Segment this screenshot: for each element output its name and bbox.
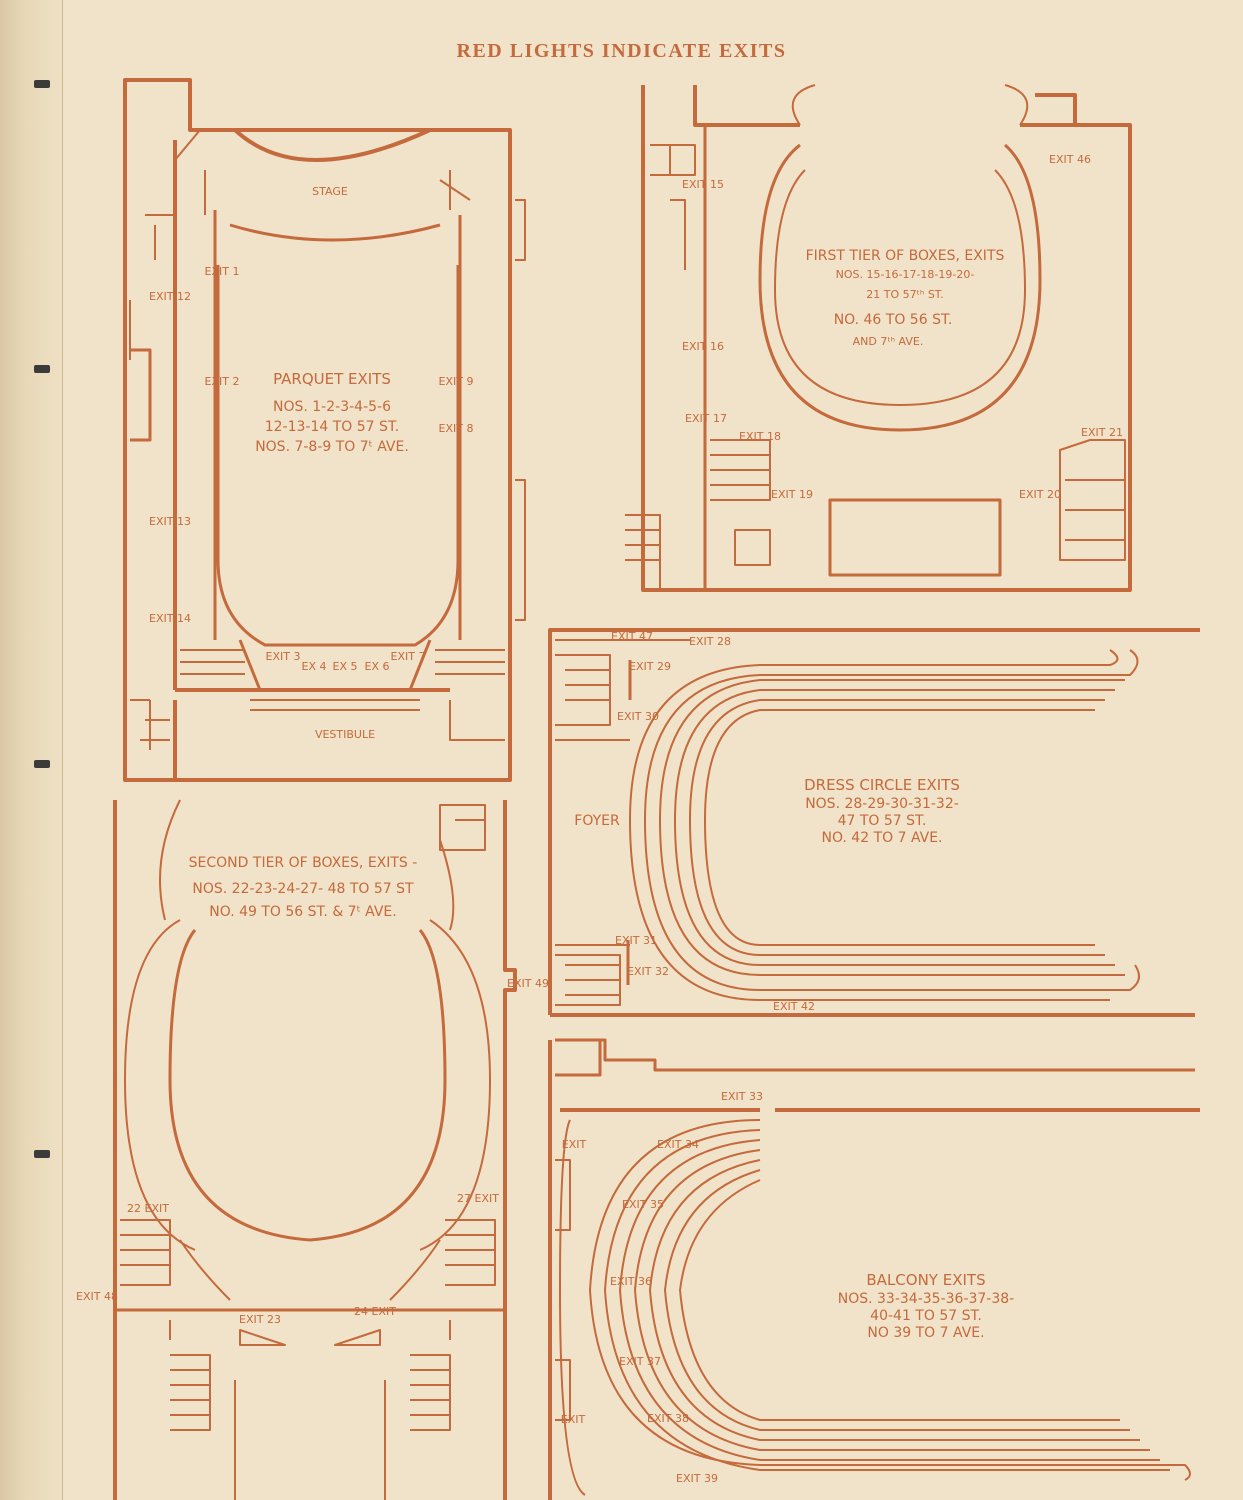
first-tier-line: FIRST TIER OF BOXES, EXITS [806, 248, 1005, 264]
exit-label: EXIT 20 [1019, 488, 1061, 501]
second-tier-line: NO. 49 TO 56 ST. & 7ᵗ AVE. [209, 904, 396, 920]
parquet-line: NOS. 7-8-9 TO 7ᵗ AVE. [255, 439, 409, 455]
dress-circle-line: NO. 42 TO 7 AVE. [821, 830, 942, 846]
exit-label: EXIT [562, 1138, 587, 1151]
exit-label: EXIT 16 [682, 340, 724, 353]
balcony-line: BALCONY EXITS [866, 1271, 985, 1289]
exit-label: EX 4 [302, 660, 327, 673]
exit-label: EXIT 49 [507, 977, 549, 990]
second-tier-plan [113, 799, 517, 1500]
exit-label: EXIT 29 [629, 660, 671, 673]
exit-label: EXIT 34 [657, 1138, 699, 1151]
dress-circle-plan [548, 628, 1200, 1017]
balcony-line: NOS. 33-34-35-36-37-38- [838, 1291, 1014, 1307]
exit-label: EX 6 [365, 660, 390, 673]
exit-label: EXIT 17 [685, 412, 727, 425]
stage-label: STAGE [312, 185, 348, 198]
exit-label: EXIT 38 [647, 1412, 689, 1425]
exit-label: EXIT 32 [627, 965, 669, 978]
exit-label: EXIT 47 [611, 630, 653, 643]
exit-label: EXIT 7 [391, 650, 426, 663]
exit-label: EXIT 14 [149, 612, 191, 625]
exit-label: 24 EXIT [354, 1305, 396, 1318]
balcony-line: 40-41 TO 57 ST. [870, 1308, 982, 1324]
exit-label: EXIT 9 [439, 375, 474, 388]
exit-label: EXIT 42 [773, 1000, 815, 1013]
exit-label: EXIT 28 [689, 635, 731, 648]
exit-label: EXIT 46 [1049, 153, 1091, 166]
staple [34, 760, 50, 768]
exit-label: EXIT 8 [439, 422, 474, 435]
exit-label: EXIT 18 [739, 430, 781, 443]
first-tier-line: AND 7ᵗʰ AVE. [853, 335, 924, 348]
first-tier-line: 21 TO 57ᵗʰ ST. [866, 288, 943, 301]
second-tier-line: SECOND TIER OF BOXES, EXITS - [189, 855, 418, 871]
parquet-line: 12-13-14 TO 57 ST. [265, 419, 400, 435]
balcony-line: NO 39 TO 7 AVE. [867, 1325, 984, 1341]
exit-label: EXIT 21 [1081, 426, 1123, 439]
foyer-label: FOYER [574, 813, 620, 829]
exit-label: EXIT 19 [771, 488, 813, 501]
first-tier-plan [625, 84, 1132, 592]
binding-edge [0, 0, 63, 1500]
exit-label: 22 EXIT [127, 1202, 169, 1215]
exit-label: EXIT [561, 1413, 586, 1426]
exit-label: EXIT 35 [622, 1198, 664, 1211]
first-tier-line: NO. 46 TO 56 ST. [834, 312, 953, 328]
exit-label: EXIT 1 [205, 265, 240, 278]
parquet-line: NOS. 1-2-3-4-5-6 [273, 399, 391, 415]
exit-label: EXIT 37 [619, 1355, 661, 1368]
exit-label: EXIT 39 [676, 1472, 718, 1485]
parquet-heading: PARQUET EXITS [273, 370, 391, 388]
exit-label: EXIT 31 [615, 934, 657, 947]
page-title: RED LIGHTS INDICATE EXITS [456, 40, 787, 62]
parquet-plan [123, 78, 526, 782]
exit-label: EXIT 15 [682, 178, 724, 191]
exit-label: EXIT 36 [610, 1275, 652, 1288]
exit-label: EXIT 33 [721, 1090, 763, 1103]
exit-label: EXIT 13 [149, 515, 191, 528]
dress-circle-line: NOS. 28-29-30-31-32- [805, 796, 959, 812]
exit-label: EX 5 [333, 660, 358, 673]
second-tier-line: NOS. 22-23-24-27- 48 TO 57 ST [192, 881, 414, 897]
exit-label: EXIT 48 [76, 1290, 118, 1303]
exit-label: EXIT 12 [149, 290, 191, 303]
exit-label: EXIT 3 [266, 650, 301, 663]
staple [34, 1150, 50, 1158]
balcony-plan [548, 1038, 1200, 1500]
staple [34, 365, 50, 373]
exit-label: EXIT 2 [205, 375, 240, 388]
first-tier-line: NOS. 15-16-17-18-19-20- [836, 268, 975, 281]
exit-label: EXIT 30 [617, 710, 659, 723]
vestibule-label: VESTIBULE [315, 728, 375, 741]
exit-label: 27 EXIT [457, 1192, 499, 1205]
exit-label: EXIT 23 [239, 1313, 281, 1326]
dress-circle-line: DRESS CIRCLE EXITS [804, 776, 960, 794]
staple [34, 80, 50, 88]
dress-circle-line: 47 TO 57 ST. [838, 813, 927, 829]
